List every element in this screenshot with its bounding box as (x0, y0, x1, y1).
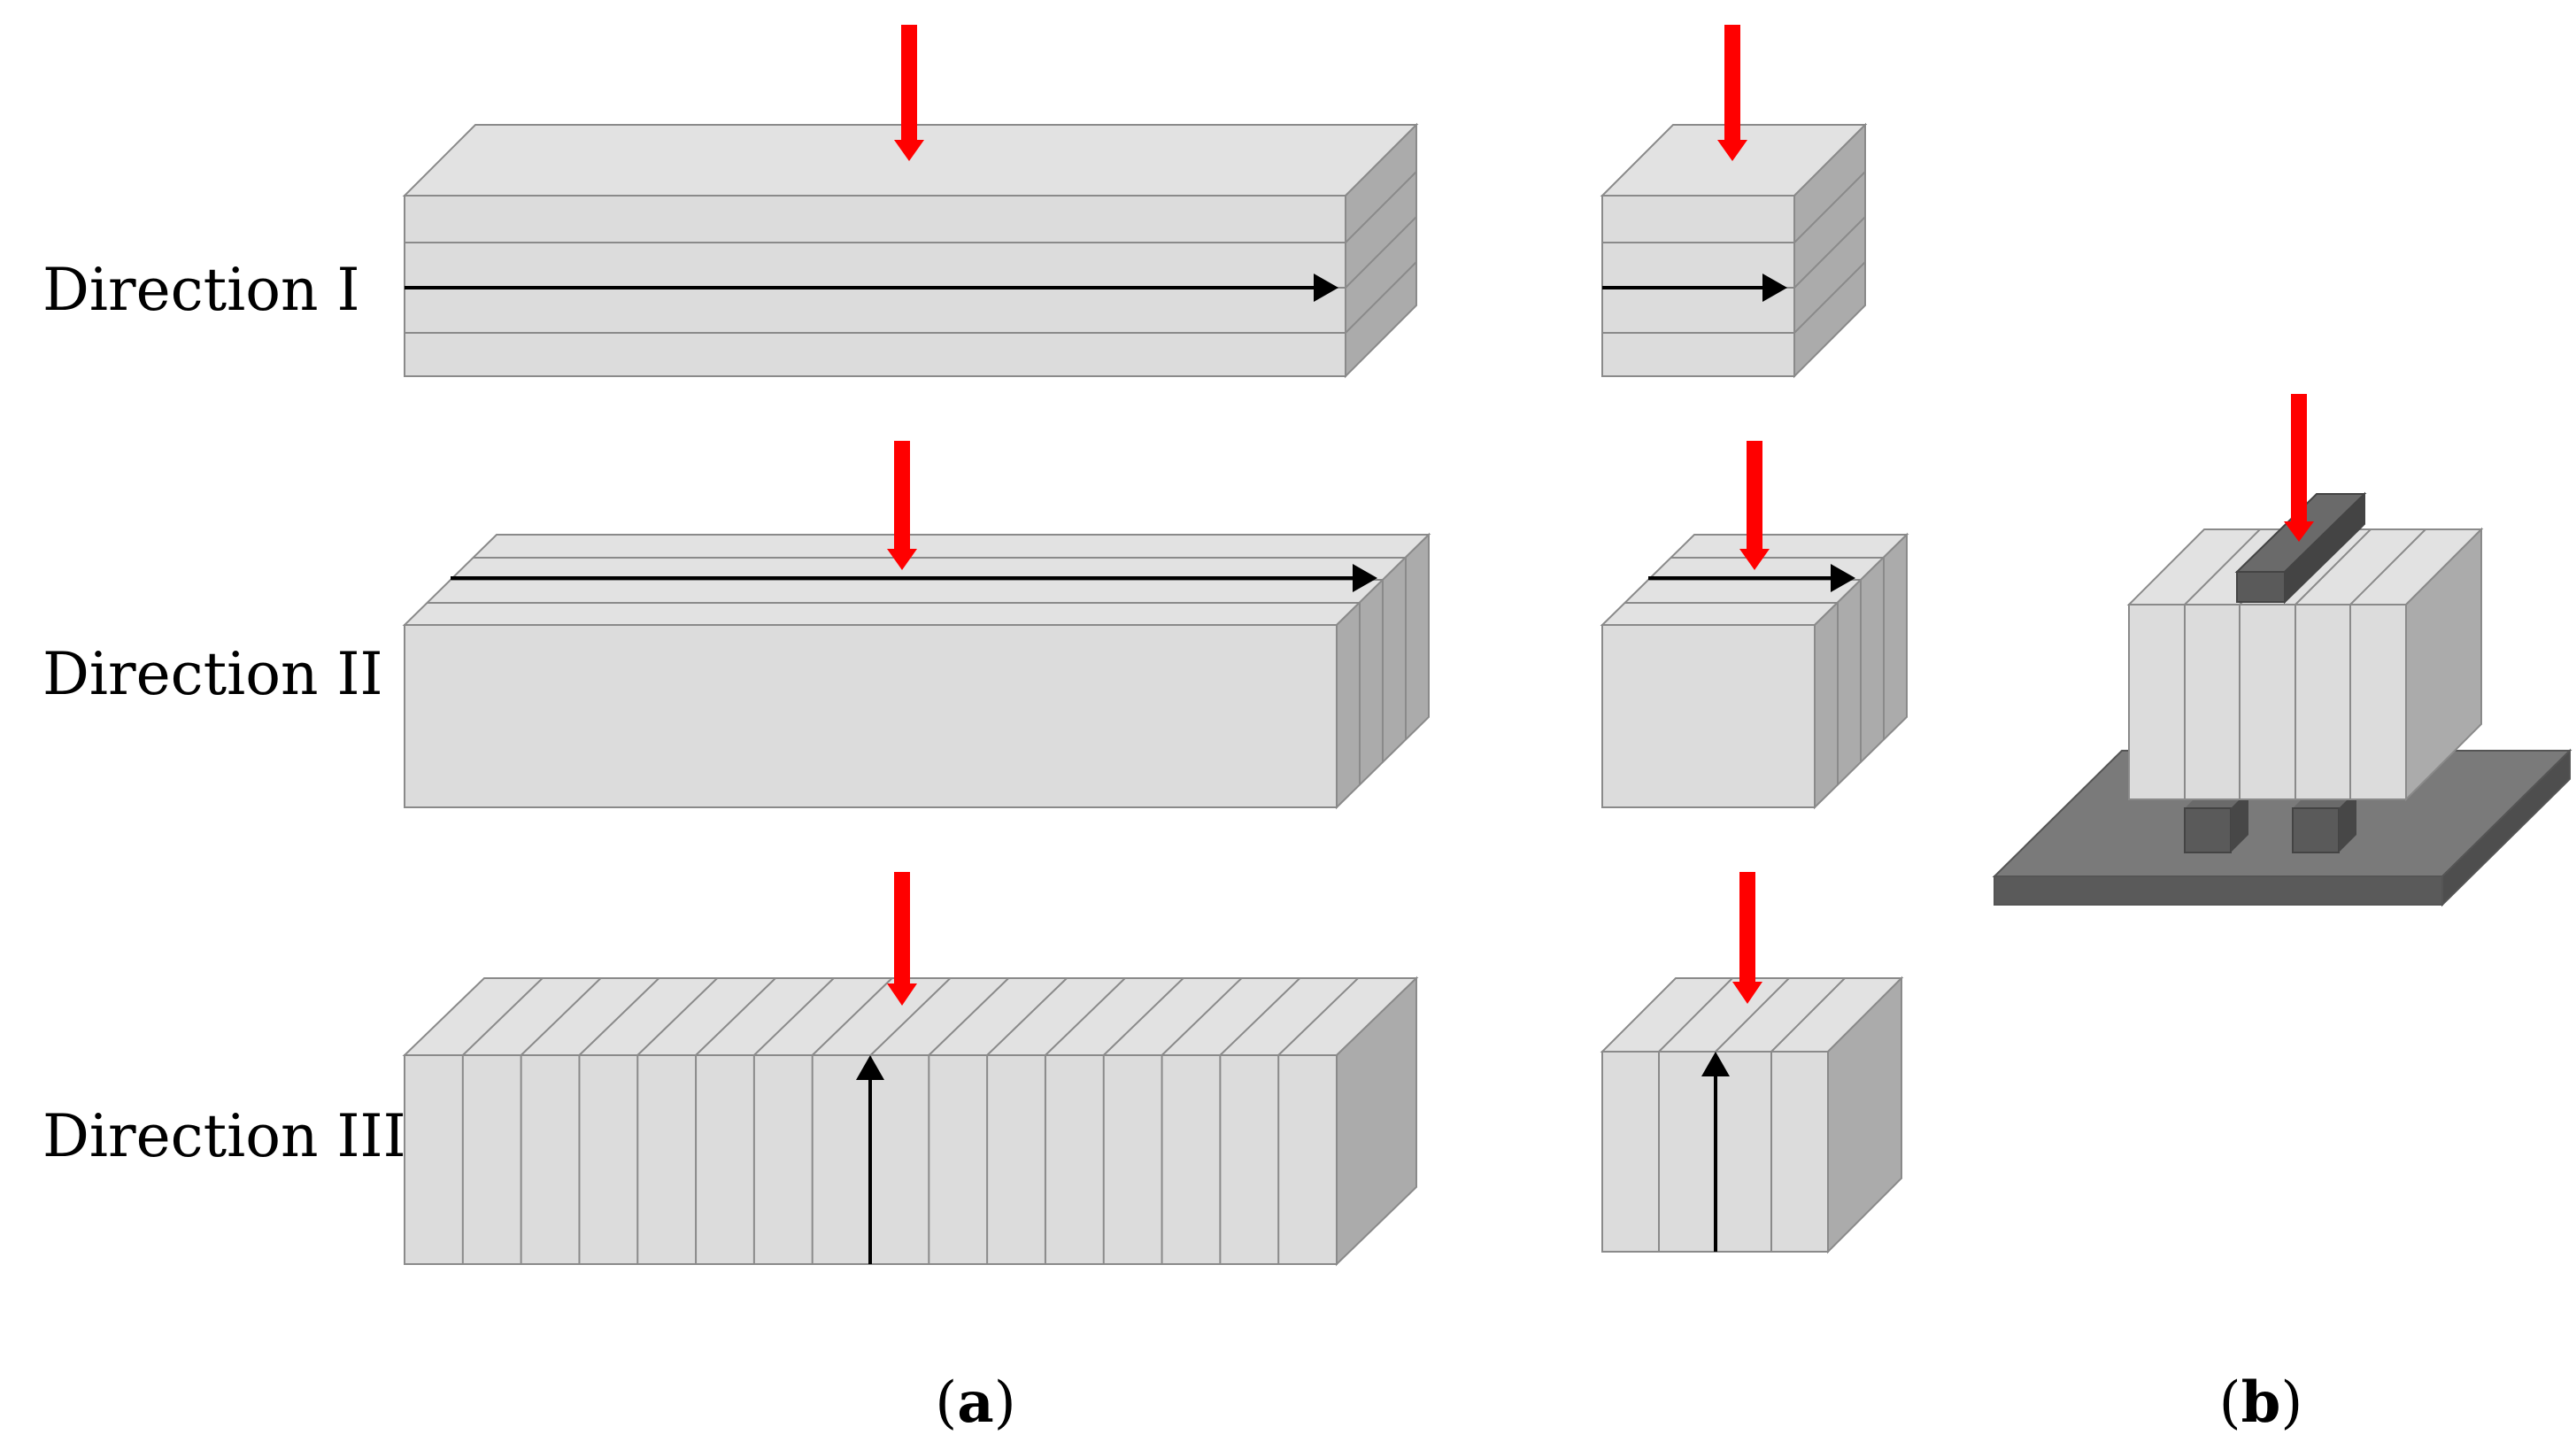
layer-seam-top (1161, 977, 1243, 1056)
direction-2-long-specimen (402, 441, 1431, 810)
direction-1-label: Direction I (42, 256, 360, 324)
base-plate-front-face (1994, 875, 2443, 906)
layer-seam-top (753, 977, 835, 1056)
direction-2-label: Direction II (42, 640, 383, 708)
load-arrow-icon (887, 872, 917, 1006)
layer-seam-top (520, 977, 602, 1056)
layer-seam-top (1103, 977, 1184, 1056)
base-plate-side-face (2441, 748, 2571, 907)
direction-1-long-specimen (402, 25, 1419, 379)
direction-3-label: Direction III (42, 1102, 406, 1170)
layer-seam-top (869, 977, 952, 1056)
caption-b: (b) (2219, 1369, 2303, 1436)
direction-3-long-specimen (402, 872, 1419, 1267)
load-arrow-icon (887, 441, 917, 570)
load-arrow-icon (1739, 441, 1770, 570)
layer-seam-top (695, 977, 776, 1056)
load-arrow-icon (894, 25, 924, 161)
direction-3-short-specimen (1600, 872, 1904, 1254)
layer-seam-top (986, 977, 1068, 1056)
load-arrow-icon (2284, 394, 2314, 542)
layer-seam-top (578, 977, 660, 1056)
layer-seam-top (1219, 977, 1301, 1056)
layer-seam-top (1045, 977, 1126, 1056)
layer-seam-top (1277, 977, 1359, 1056)
load-arrow-icon (1732, 872, 1762, 1004)
load-arrow-icon (1717, 25, 1747, 161)
direction-2-short-specimen (1600, 441, 1909, 810)
layer-seam-top (928, 977, 1010, 1056)
three-point-bending-fixture (1992, 394, 2572, 907)
layer-seam-top (636, 977, 718, 1056)
caption-a: (a) (935, 1369, 1015, 1436)
direction-1-short-specimen (1600, 25, 1868, 379)
layer-seam-top (462, 977, 544, 1056)
layer-seam-top (811, 977, 893, 1056)
